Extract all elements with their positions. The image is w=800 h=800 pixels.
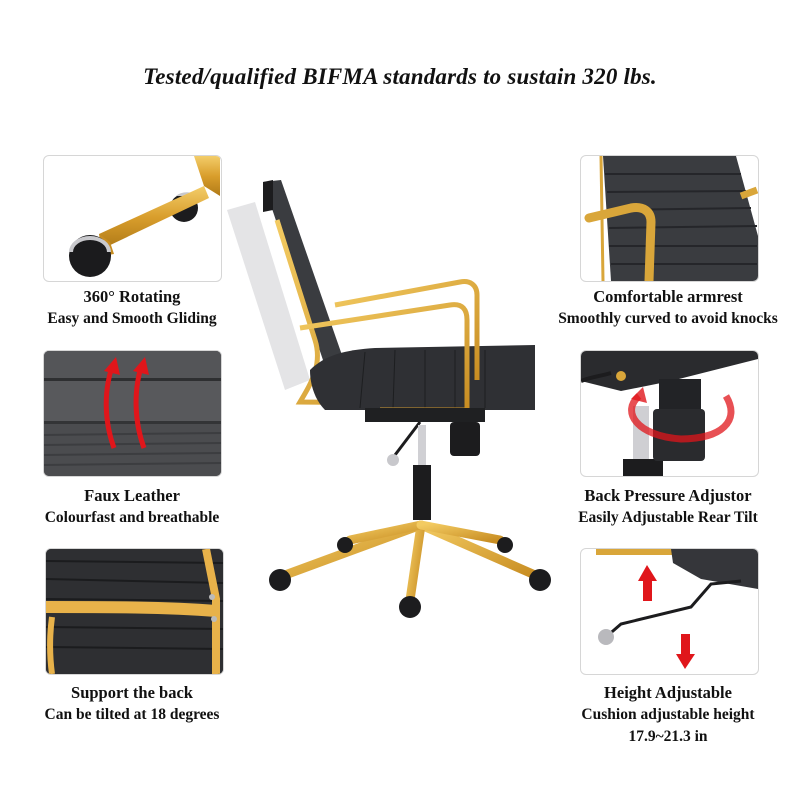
feature-subtitle: Cushion adjustable height: [581, 706, 755, 723]
height-lever-icon: [596, 549, 758, 669]
headline: Tested/qualified BIFMA standards to sust…: [143, 64, 657, 89]
feature-caption-armrest: Comfortable armrest Smoothly curved to a…: [538, 286, 798, 330]
feature-title: Back Pressure Adjustor: [584, 486, 752, 505]
feature-subtitle: Can be tilted at 18 degrees: [44, 706, 220, 723]
feature-subtitle: Colourfast and breathable: [44, 509, 220, 526]
office-chair-image: [215, 170, 560, 620]
feature-image-support-back: [45, 548, 224, 675]
feature-title: Comfortable armrest: [593, 287, 743, 306]
feature-caption-height: Height Adjustable Cushion adjustable hei…: [538, 682, 798, 748]
armrest-icon: [584, 156, 758, 281]
office-chair-icon: [227, 180, 551, 618]
backrest-frame-icon: [46, 549, 223, 674]
feature-title: Support the back: [71, 683, 193, 702]
feature-caption-back-pressure: Back Pressure Adjustor Easily Adjustable…: [538, 485, 798, 529]
feature-caption-rotating: 360° Rotating Easy and Smooth Gliding: [2, 286, 262, 330]
feature-caption-support-back: Support the back Can be tilted at 18 deg…: [2, 682, 262, 726]
feature-subtitle: Easy and Smooth Gliding: [47, 310, 217, 327]
feature-image-armrest: [580, 155, 759, 282]
feature-caption-faux-leather: Faux Leather Colourfast and breathable: [2, 485, 262, 529]
feature-image-rotating: [43, 155, 222, 282]
feature-title: Height Adjustable: [604, 683, 732, 702]
feature-image-height: [580, 548, 759, 675]
caster-wheel-icon: [69, 156, 220, 277]
breathable-leather-icon: [44, 351, 221, 476]
feature-image-faux-leather: [43, 350, 222, 477]
feature-title: 360° Rotating: [83, 287, 181, 306]
feature-subtitle: Smoothly curved to avoid knocks: [558, 310, 778, 327]
feature-height-range: 17.9~21.3 in: [628, 728, 708, 745]
feature-subtitle: Easily Adjustable Rear Tilt: [578, 509, 758, 526]
tilt-knob-icon: [581, 351, 758, 476]
feature-title: Faux Leather: [84, 486, 180, 505]
feature-image-back-pressure: [580, 350, 759, 477]
